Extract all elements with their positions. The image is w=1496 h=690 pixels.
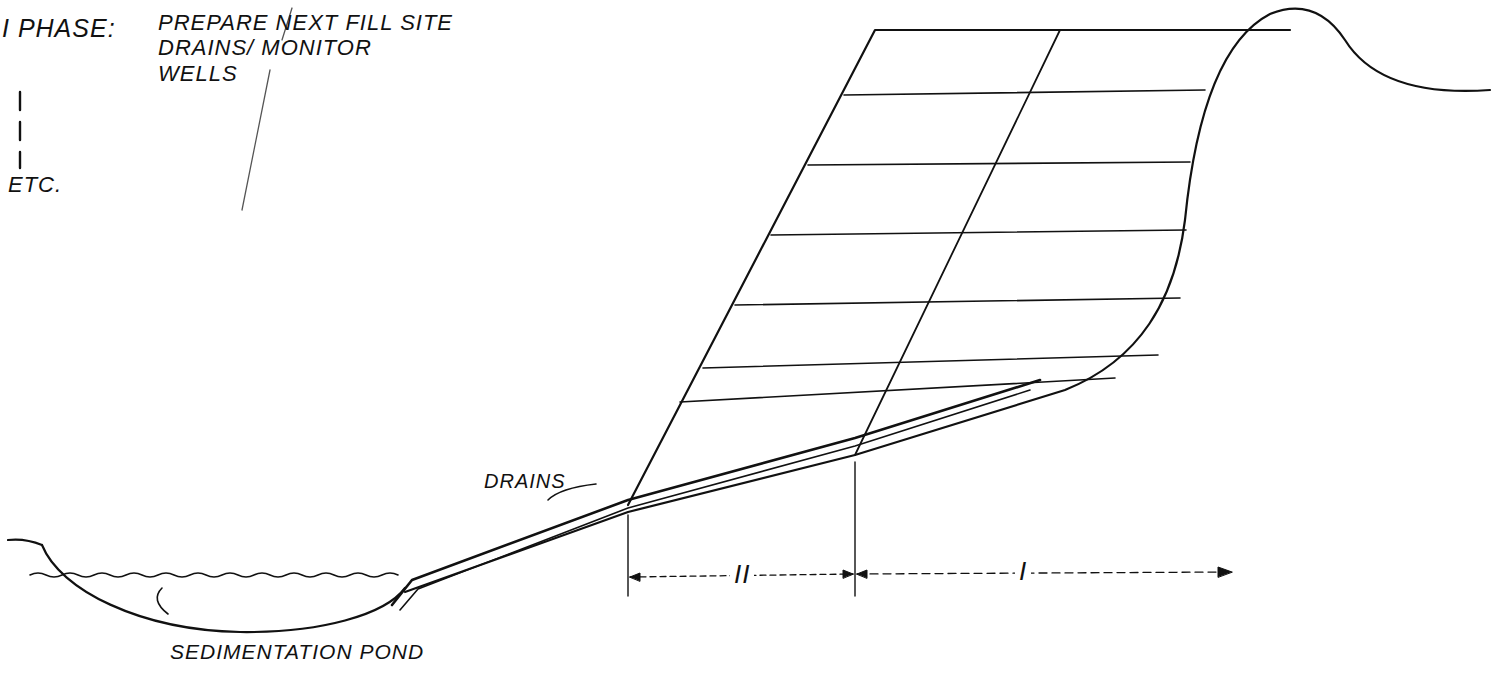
sketch-label: PREPARE NEXT FILL SITE DRAINS/ MONITOR W…: [158, 10, 458, 86]
water-surface: [30, 573, 398, 577]
sketch-label: I PHASE:: [2, 14, 116, 43]
fill-outline: [628, 30, 1290, 505]
ground-line: [8, 540, 42, 545]
drain-line: [392, 380, 1040, 605]
sketch-label: II: [730, 560, 754, 590]
leader-line: [157, 588, 168, 614]
continuation-dash: [19, 92, 21, 168]
sketch-label: SEDIMENTATION POND: [170, 640, 424, 664]
drain-line: [400, 390, 1030, 610]
lift-line: [680, 90, 1205, 402]
arrowhead: [630, 567, 1232, 581]
pond-bowl: [42, 545, 405, 632]
ground-slope: [405, 9, 1490, 592]
sketch-label: DRAINS: [484, 470, 566, 493]
dimension-tick: [628, 462, 855, 596]
sketch-label: ETC.: [8, 172, 62, 197]
dimension-line: [857, 572, 1228, 574]
sketch-label: I: [1015, 557, 1031, 587]
